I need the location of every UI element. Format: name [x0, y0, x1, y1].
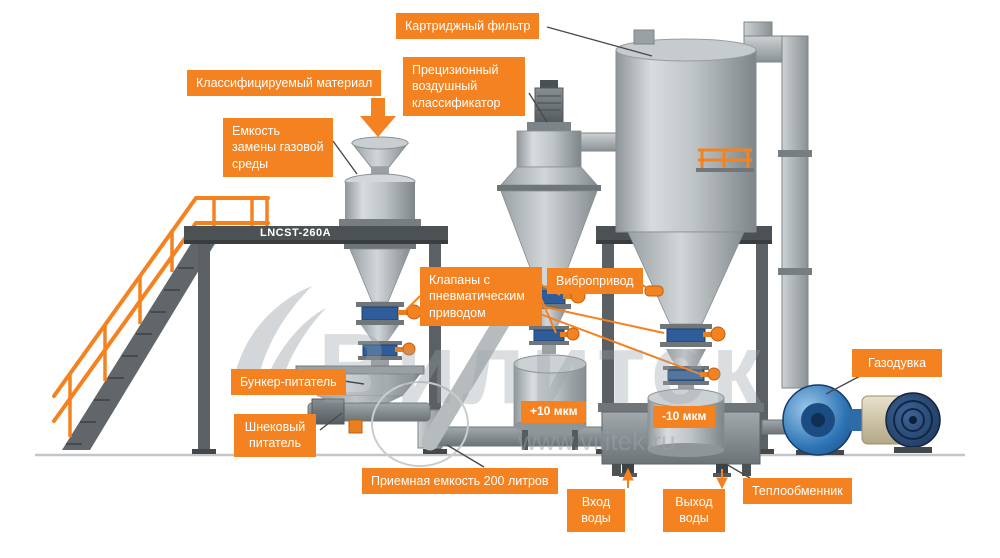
label-receiving-vessel: Приемная емкость 200 литров [362, 468, 558, 495]
label-water-outlet: Выход воды [663, 489, 725, 532]
model-number: LNCST-260A [260, 227, 332, 239]
label-gas-blower: Газодувка [852, 349, 943, 378]
label-precision-classifier: Прецизионный воздушный классификатор [403, 57, 525, 116]
label-pneumatic-valves: Клапаны с пневматическим приводом [420, 267, 542, 326]
railing-posts [68, 198, 269, 437]
filter-access-platform [698, 148, 752, 170]
leader-lines [319, 26, 863, 479]
cartridge-filter-unit [615, 21, 812, 393]
valve-leader-lines [405, 283, 701, 375]
gas-blower-unit [782, 384, 941, 456]
label-fraction-minus-10: -10 мкм [653, 406, 716, 428]
label-vibro-drive: Вибропривод [547, 268, 643, 295]
label-gas-replacement-vessel: Емкость замены газовой среды [223, 118, 333, 177]
gas-replacement-vessel [339, 136, 422, 366]
label-water-inlet: Вход воды [567, 489, 625, 532]
screw-feeder-unit [307, 398, 431, 434]
label-screw-feeder: Шнековый питатель [234, 414, 316, 457]
water-flow-arrows [622, 467, 728, 490]
label-heat-exchanger: Теплообменник [743, 478, 852, 505]
material-flow-arrow [360, 98, 396, 137]
receiving-vessel-highlight [371, 381, 469, 467]
label-cartridge-filter: Картриджный фильтр [396, 13, 540, 40]
stairs [52, 196, 270, 450]
label-hopper-feeder: Бункер-питатель [231, 369, 346, 396]
label-fraction-plus-10: +10 мкм [521, 401, 587, 423]
label-classified-material: Классифицируемый материал [187, 70, 382, 97]
